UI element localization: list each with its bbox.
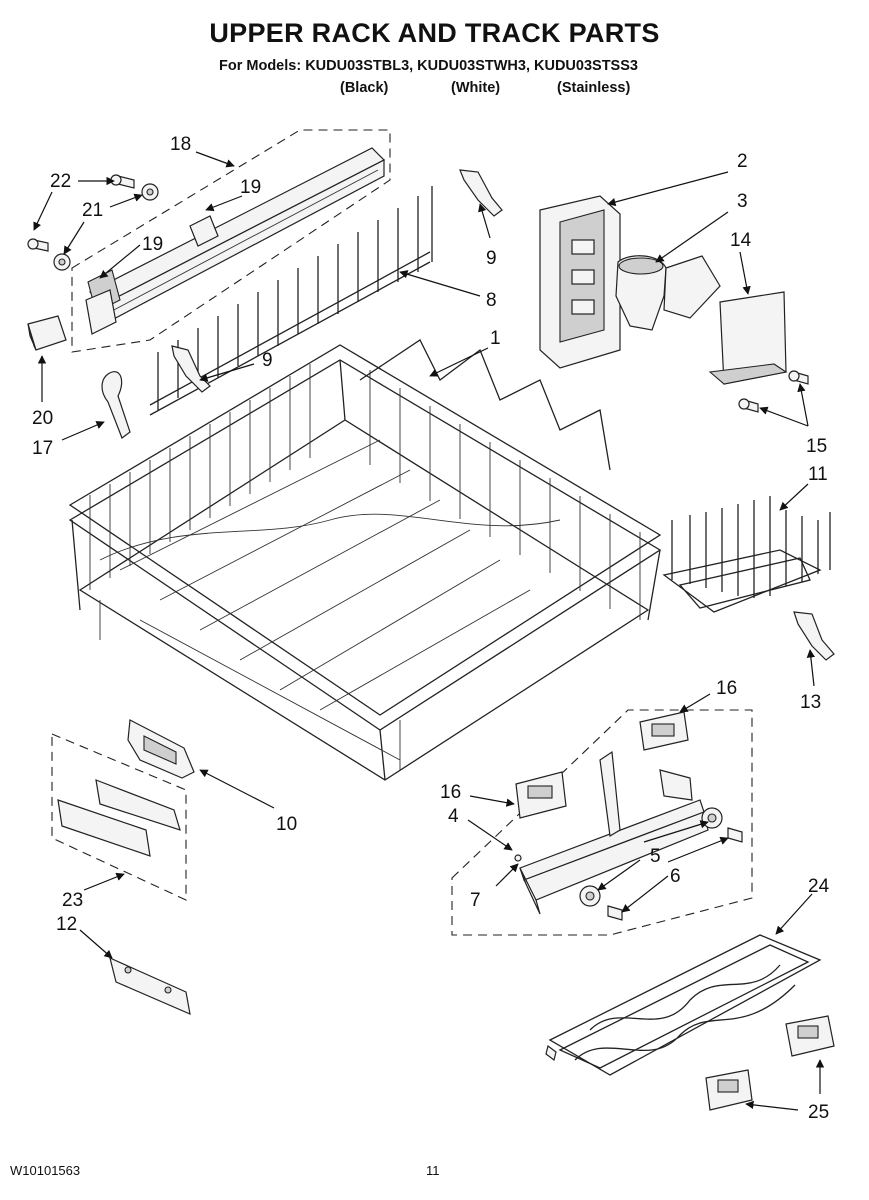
leader-lines <box>33 151 825 1111</box>
callout-18: 18 <box>170 134 191 155</box>
rail-group-dashed-outline <box>71 129 391 353</box>
clip-9-upper-part <box>459 169 503 217</box>
shelf-clip-25-lower-part <box>705 1069 753 1111</box>
track-rail-part <box>85 147 386 335</box>
adjuster-cover-part <box>708 291 788 385</box>
rail-screw-lower-part <box>27 238 49 252</box>
callout-21: 21 <box>82 200 103 221</box>
color-label-white: (White) <box>451 80 501 96</box>
color-label-stainless: (Stainless) <box>557 80 631 96</box>
page-number: 11 <box>426 1163 440 1178</box>
tine-row-11-part <box>662 496 831 613</box>
callout-5: 5 <box>650 846 661 867</box>
shelf-clip-25-upper-part <box>785 1015 835 1057</box>
rack-stop-cover-23-part <box>57 799 151 857</box>
track-pin-part <box>514 854 522 862</box>
cover-screw-lower-part <box>738 398 759 413</box>
document-number: W10101563 <box>10 1163 81 1178</box>
callout-17: 17 <box>32 438 53 459</box>
callout-10: 10 <box>276 814 297 835</box>
track-clip-16-lower-part <box>515 771 567 819</box>
callout-7: 7 <box>470 890 481 911</box>
callout-6: 6 <box>670 866 681 887</box>
color-label-black: (Black) <box>340 80 389 96</box>
track-stop-12-part <box>109 956 191 1015</box>
callout-16-upper: 16 <box>716 678 737 699</box>
callout-13: 13 <box>800 692 821 713</box>
cup-shelf-24-part <box>545 934 822 1076</box>
track-wheel-lower-part <box>579 885 601 907</box>
track-wheel-upper-part <box>701 807 723 829</box>
rail-screw-part <box>110 174 135 189</box>
rack-adjuster-housing-part <box>539 195 621 369</box>
callout-1: 1 <box>490 328 501 349</box>
clip-13-part <box>793 611 835 661</box>
callout-19-upper: 19 <box>240 177 261 198</box>
callout-14: 14 <box>730 230 752 251</box>
cover-screw-upper-part <box>788 370 809 385</box>
rail-washer-lower-part <box>53 253 71 271</box>
track-clip-16-upper-part <box>639 711 689 751</box>
callout-2: 2 <box>737 151 748 172</box>
callout-9-lower: 9 <box>262 350 273 371</box>
callout-4: 4 <box>448 806 459 827</box>
clip-group-dashed-outline <box>51 733 187 901</box>
callout-20: 20 <box>32 408 53 429</box>
callout-15: 15 <box>806 436 827 457</box>
rack-track-part <box>519 750 709 915</box>
callout-3: 3 <box>737 191 748 212</box>
rack-stop-clip-10-part <box>127 719 195 779</box>
callout-23: 23 <box>62 890 83 911</box>
rack-clip-17-part <box>101 371 131 439</box>
callout-8: 8 <box>486 290 497 311</box>
callout-19-lower: 19 <box>142 234 163 255</box>
callout-12: 12 <box>56 914 77 935</box>
callout-9-upper: 9 <box>486 248 497 269</box>
callout-11: 11 <box>808 464 828 485</box>
track-axle-upper-part <box>727 827 743 843</box>
callout-24: 24 <box>808 876 830 897</box>
page-title: UPPER RACK AND TRACK PARTS <box>209 18 660 48</box>
rail-end-cap-part <box>27 315 67 351</box>
callout-22: 22 <box>50 171 71 192</box>
rail-washer-part <box>141 183 159 201</box>
track-group-dashed-outline <box>451 709 753 936</box>
models-line: For Models: KUDU03STBL3, KUDU03STWH3, KU… <box>219 58 638 74</box>
adjuster-handle-part <box>615 255 721 331</box>
callout-25: 25 <box>808 1102 829 1123</box>
rack-stop-base-part <box>95 779 181 831</box>
track-axle-lower-part <box>607 905 623 921</box>
callout-16-lower: 16 <box>440 782 461 803</box>
upper-rack-basket-part <box>68 339 662 781</box>
